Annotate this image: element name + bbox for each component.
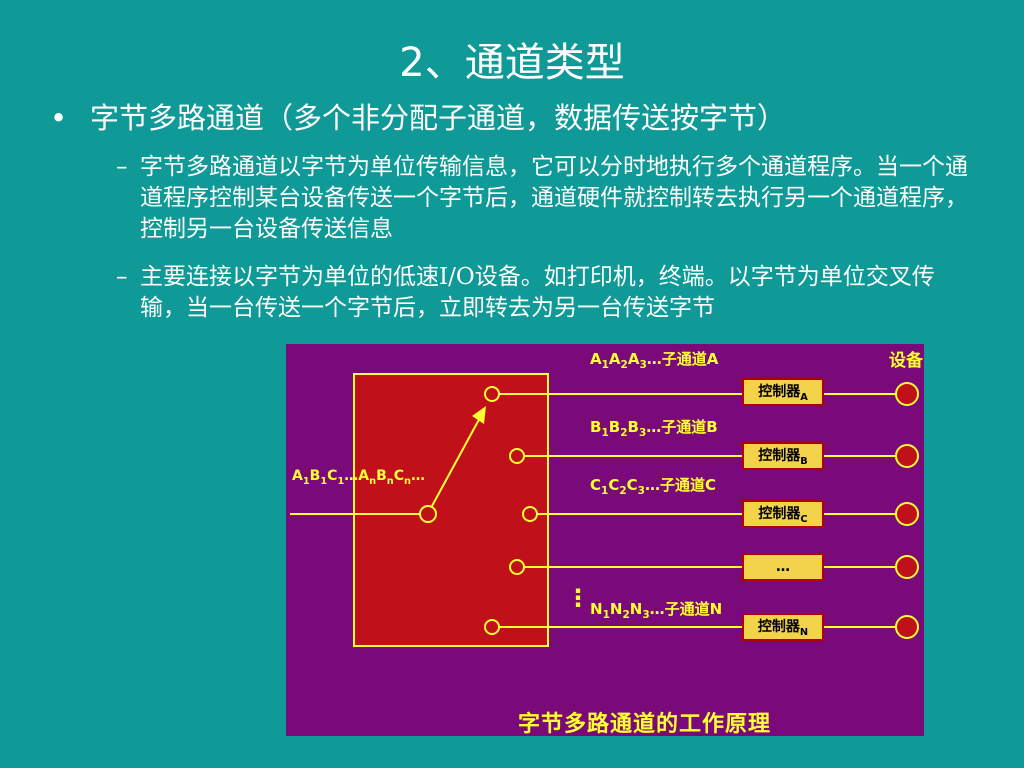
- controller-n: 控制器N: [742, 613, 824, 641]
- device-circle: [895, 444, 919, 468]
- switch-contact: [509, 559, 525, 575]
- channel-row-c: [522, 502, 919, 526]
- subpoint-text: 主要连接以字节为单位的低速I/O设备。如打印机，终端。以字节为单位交叉传输，当一…: [140, 264, 935, 321]
- main-bullet: • 字节多路通道（多个非分配子通道，数据传送按字节）: [50, 100, 990, 136]
- switch-contact: [509, 448, 525, 464]
- subpoint-text: 字节多路通道以字节为单位传输信息，它可以分时地执行多个通道程序。当一个通道程序控…: [140, 154, 968, 242]
- device-header: 设备: [889, 351, 923, 371]
- subpoint-dash: –: [116, 154, 128, 180]
- channel-row-a: [484, 382, 919, 406]
- bullet-dot: •: [50, 101, 68, 135]
- diagram-drawing: [290, 373, 919, 647]
- subpoint-2: – 主要连接以字节为单位的低速I/O设备。如打印机，终端。以字节为单位交叉传输，…: [116, 262, 976, 324]
- switch-contact: [484, 619, 500, 635]
- subchannel-label-n: N1N2N3…子通道N: [590, 600, 723, 621]
- switch-contact: [522, 506, 538, 522]
- switch-arm: [431, 413, 483, 507]
- main-bullet-text: 字节多路通道（多个非分配子通道，数据传送按字节）: [90, 101, 787, 135]
- channel-row-b: [509, 444, 919, 468]
- subpoint-dash: –: [116, 264, 128, 290]
- vertical-ellipsis: ⋮: [566, 584, 590, 612]
- device-circle: [895, 502, 919, 526]
- controller-c: 控制器C: [742, 500, 824, 528]
- switch-pivot: [419, 505, 437, 523]
- byte-multiplex-diagram: A1B1C1…AnBnCn… 设备 A1A2A3…子通道A B1B2B3…子通道…: [286, 344, 924, 737]
- subchannel-label-a: A1A2A3…子通道A: [590, 350, 719, 371]
- slide-title: 2、通道类型: [399, 40, 625, 86]
- controller-b: 控制器B: [742, 442, 824, 470]
- device-circle: [895, 555, 919, 579]
- subchannel-label-c: C1C2C3…子通道C: [590, 476, 716, 497]
- diagram-caption: 字节多路通道的工作原理: [518, 712, 772, 737]
- device-circle: [895, 382, 919, 406]
- channel-row-n: [484, 615, 919, 639]
- switch-arrowhead: [472, 406, 486, 424]
- controller-ellipsis: …: [742, 553, 824, 581]
- channel-row-ellipsis: [509, 555, 919, 579]
- switch-contact: [484, 386, 500, 402]
- controller-a: 控制器A: [742, 378, 824, 406]
- channel-block: [353, 373, 549, 647]
- input-stream-label: A1B1C1…AnBnCn…: [292, 468, 426, 487]
- device-circle: [895, 615, 919, 639]
- subchannel-label-b: B1B2B3…子通道B: [590, 418, 718, 439]
- subpoint-1: – 字节多路通道以字节为单位传输信息，它可以分时地执行多个通道程序。当一个通道程…: [116, 152, 976, 245]
